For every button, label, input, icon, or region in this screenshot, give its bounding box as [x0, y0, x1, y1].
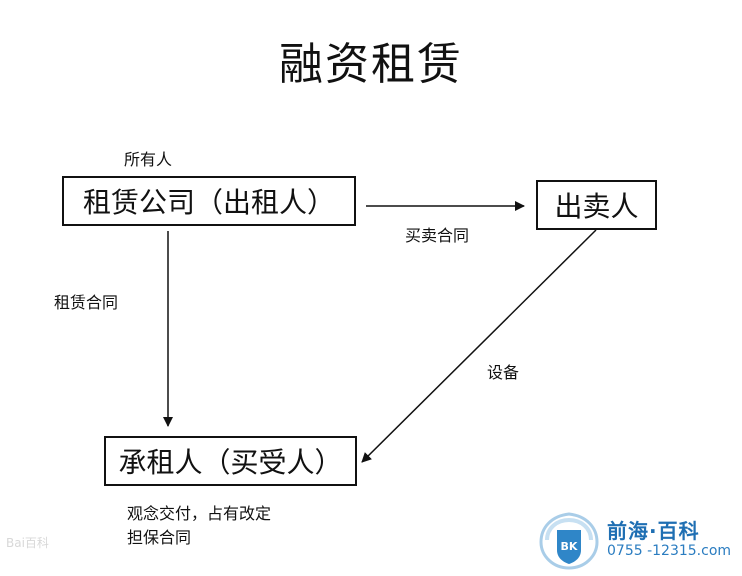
lease-contract-label: 租赁合同 — [54, 293, 119, 312]
owner-label: 所有人 — [124, 150, 173, 169]
seller-box: 出卖人 — [536, 180, 657, 230]
svg-text:BK: BK — [561, 540, 578, 553]
lessor-box: 租赁公司（出租人） — [62, 176, 356, 226]
equipment-label: 设备 — [487, 363, 520, 382]
lessee-box: 承租人（买受人） — [104, 436, 357, 486]
note-guarantee: 担保合同 — [127, 528, 192, 547]
diagram-title: 融资租赁 — [279, 39, 463, 90]
brand-phone: 0755 -12315.com — [607, 543, 732, 559]
equipment-arrow — [361, 229, 597, 463]
brand-title: 前海·百科 — [607, 519, 700, 543]
purchase-contract-label: 买卖合同 — [405, 226, 470, 245]
baidu-watermark: Bai百科 — [6, 536, 49, 550]
brand-logo-icon: BK — [539, 512, 599, 570]
note-delivery: 观念交付，占有改定 — [127, 504, 272, 523]
